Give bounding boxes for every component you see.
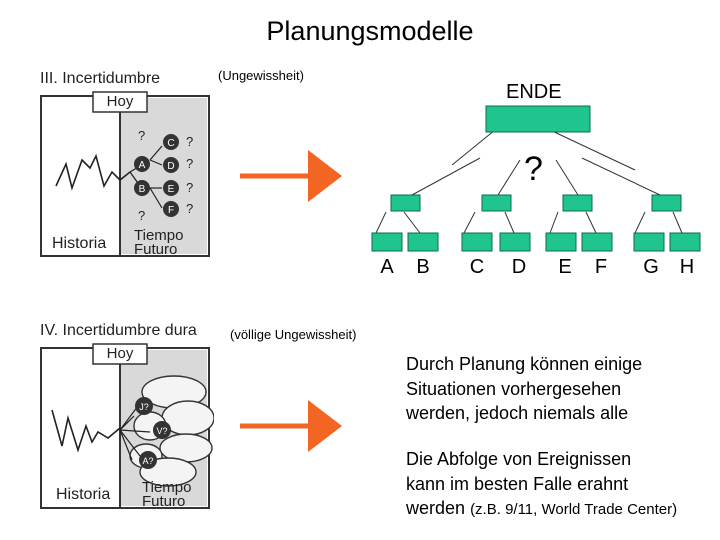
tree-level2 bbox=[562, 194, 593, 212]
leaf-label: G bbox=[643, 256, 659, 278]
node-e bbox=[163, 180, 179, 196]
tree-leaf bbox=[461, 232, 493, 252]
tree-level2 bbox=[481, 194, 512, 212]
node-label: V? bbox=[156, 426, 167, 436]
panel-iii-history-line bbox=[55, 153, 131, 191]
tree-leaf bbox=[581, 232, 613, 252]
paragraph-line: Die Abfolge von Ereignissen bbox=[406, 449, 632, 469]
panel-iv-historia: Historia bbox=[56, 486, 111, 503]
tree-level2 bbox=[390, 194, 421, 212]
node-f bbox=[163, 201, 179, 217]
paragraph-line: werden (z.B. 9/11, World Trade Center) bbox=[406, 496, 718, 523]
page-title: Planungsmodelle bbox=[266, 16, 474, 46]
question-mark: ? bbox=[138, 128, 145, 143]
paragraph-example: (z.B. 9/11, World Trade Center) bbox=[470, 501, 678, 518]
panel-iii-figure: A B C D E F ? ? ? ? ? ? bbox=[40, 91, 210, 257]
paragraph-line: Situationen vorhergesehen bbox=[406, 378, 622, 399]
node-v bbox=[153, 421, 171, 439]
note-voellige-ungewissheit: (völlige Ungewissheit) bbox=[230, 327, 357, 342]
tree-leaf bbox=[407, 232, 439, 252]
question-mark: ? bbox=[186, 156, 193, 171]
panel-iv: IV. Incertidumbre dura J? V? A? Hoy Hist… bbox=[38, 320, 214, 512]
tree-nodes bbox=[371, 105, 701, 252]
paragraph-line: kann im besten Falle erahnt bbox=[406, 473, 629, 494]
panel-iv-hoy: Hoy bbox=[106, 345, 134, 362]
panel-iii-hoy-box bbox=[92, 91, 148, 113]
node-label: C bbox=[167, 138, 174, 149]
decision-tree bbox=[371, 105, 701, 252]
arrow-iv bbox=[240, 400, 342, 452]
tree-edges bbox=[375, 129, 683, 234]
leaf-label: A bbox=[380, 256, 394, 278]
tree-leaf bbox=[669, 232, 701, 252]
tree-leaf bbox=[499, 232, 531, 252]
node-label: B bbox=[139, 184, 146, 195]
tree-root bbox=[485, 105, 591, 133]
arrow-iii bbox=[240, 150, 342, 202]
node-a bbox=[134, 156, 150, 172]
panel-iv-hoy-box bbox=[92, 343, 148, 365]
paragraph-planning: Durch Planung können einige Situationen … bbox=[406, 352, 706, 426]
panel-iv-tiempo: Tiempo bbox=[142, 479, 192, 496]
tree-leaf bbox=[545, 232, 577, 252]
paragraph-events: Die Abfolge von Ereignissen kann im best… bbox=[406, 447, 718, 523]
leaf-label: B bbox=[416, 256, 430, 278]
panel-iv-history-line bbox=[51, 409, 121, 453]
question-mark: ? bbox=[186, 180, 193, 195]
leaf-label: D bbox=[511, 256, 527, 278]
paragraph-word: werden bbox=[406, 498, 466, 518]
node-label: E bbox=[168, 184, 175, 195]
node-b bbox=[134, 180, 150, 196]
panel-iii-historia: Historia bbox=[52, 235, 107, 252]
node-d bbox=[163, 157, 179, 173]
node-label: D bbox=[167, 161, 174, 172]
panel-iv-figure: J? V? A? bbox=[40, 343, 214, 509]
panel-iii-hoy: Hoy bbox=[106, 93, 134, 110]
tree-leaf bbox=[633, 232, 665, 252]
panel-iii-heading: III. Incertidumbre bbox=[40, 70, 161, 87]
node-label: A bbox=[139, 160, 146, 171]
node-c bbox=[163, 134, 179, 150]
tree-question-mark: ? bbox=[524, 150, 543, 188]
paragraph-line: Durch Planung können einige bbox=[406, 354, 643, 374]
tree-root-label: ENDE bbox=[506, 81, 562, 103]
leaf-label: C bbox=[469, 256, 485, 278]
question-mark: ? bbox=[138, 208, 145, 223]
panel-iii-futuro: Futuro bbox=[134, 241, 178, 258]
uncertainty-blobs bbox=[129, 375, 214, 487]
node-a2 bbox=[139, 451, 157, 469]
node-j bbox=[135, 397, 153, 415]
paragraph-line: werden, jedoch niemals alle bbox=[406, 403, 629, 423]
node-label: F bbox=[168, 205, 174, 216]
leaf-label: H bbox=[679, 256, 695, 278]
question-mark: ? bbox=[186, 134, 193, 149]
tree-level2 bbox=[651, 194, 682, 212]
panel-iii-tiempo: Tiempo bbox=[134, 227, 184, 244]
panel-iii: III. Incertidumbre A B C D E F ? ? ? ? ?… bbox=[38, 68, 214, 260]
question-mark: ? bbox=[186, 201, 193, 216]
panel-iv-futuro: Futuro bbox=[142, 493, 186, 510]
leaf-label: F bbox=[594, 256, 608, 278]
node-label: A? bbox=[142, 456, 153, 466]
panel-iv-heading: IV. Incertidumbre dura bbox=[40, 322, 197, 339]
panel-iii-future-area bbox=[120, 98, 207, 254]
leaf-label: E bbox=[558, 256, 572, 278]
note-ungewissheit: (Ungewissheit) bbox=[218, 68, 304, 83]
tree-leaf bbox=[371, 232, 403, 252]
node-label: J? bbox=[139, 402, 149, 412]
